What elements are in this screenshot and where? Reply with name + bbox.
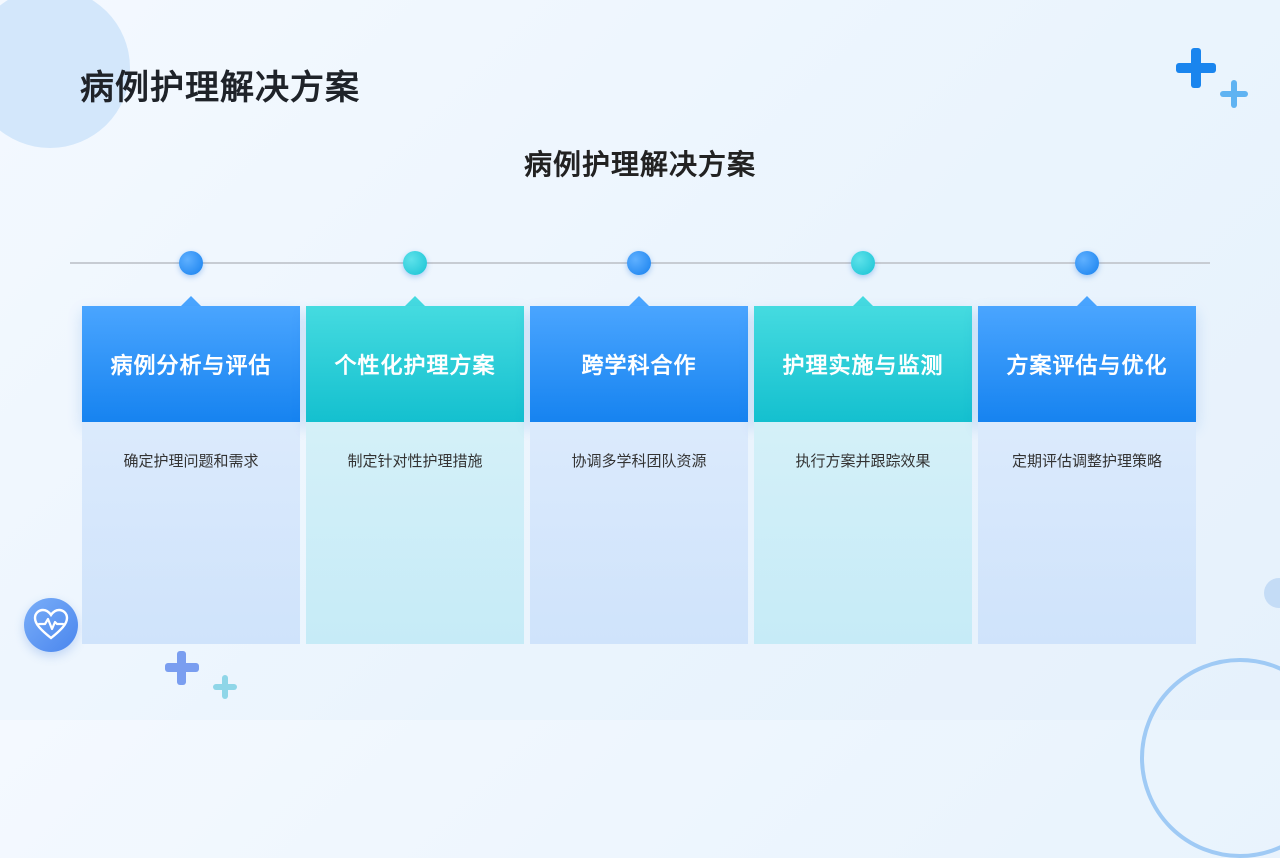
card-pointer [853,296,873,306]
timeline-dot-4 [851,251,875,275]
step-card-2: 个性化护理方案 制定针对性护理措施 [306,296,524,644]
step-card-5: 方案评估与优化 定期评估调整护理策略 [978,296,1196,644]
step-body: 协调多学科团队资源 [530,422,748,644]
card-pointer [1077,296,1097,306]
card-pointer [629,296,649,306]
plus-icon [1176,48,1216,88]
step-description: 制定针对性护理措施 [347,452,483,470]
step-title: 跨学科合作 [530,306,748,422]
step-title: 方案评估与优化 [978,306,1196,422]
step-title: 个性化护理方案 [306,306,524,422]
step-description: 协调多学科团队资源 [571,452,707,470]
step-card-3: 跨学科合作 协调多学科团队资源 [530,296,748,644]
decor-circle-right [1264,578,1280,608]
step-card-1: 病例分析与评估 确定护理问题和需求 [82,296,300,644]
step-description: 定期评估调整护理策略 [1011,452,1162,470]
heartbeat-icon [24,598,78,652]
step-title: 护理实施与监测 [754,306,972,422]
card-pointer [181,296,201,306]
step-description: 确定护理问题和需求 [123,452,259,470]
step-body: 制定针对性护理措施 [306,422,524,644]
section-title: 病例护理解决方案 [523,148,756,181]
timeline-dot-1 [179,251,203,275]
step-description: 执行方案并跟踪效果 [795,452,931,470]
timeline-dot-3 [627,251,651,275]
step-body: 确定护理问题和需求 [82,422,300,644]
step-title: 病例分析与评估 [82,306,300,422]
timeline-dot-5 [1075,251,1099,275]
plus-icon [165,651,199,685]
card-pointer [405,296,425,306]
step-body: 执行方案并跟踪效果 [754,422,972,644]
timeline-dot-2 [403,251,427,275]
page-title: 病例护理解决方案 [80,68,360,108]
step-body: 定期评估调整护理策略 [978,422,1196,644]
plus-icon [1220,80,1248,108]
decor-arc-bottom-right [1140,658,1280,858]
plus-icon [213,675,237,699]
step-card-4: 护理实施与监测 执行方案并跟踪效果 [754,296,972,644]
